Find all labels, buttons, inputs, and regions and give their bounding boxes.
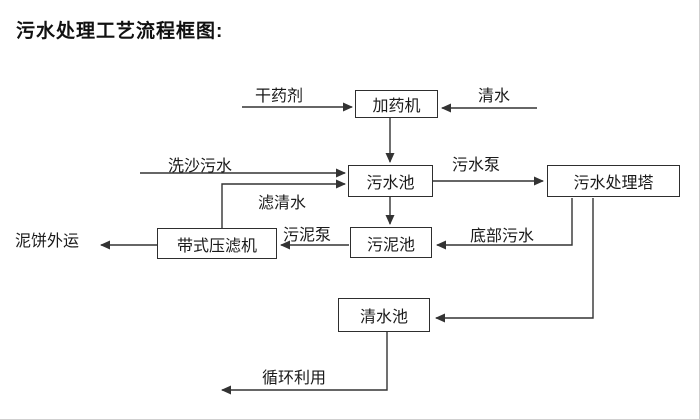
connector-clean-pool-to-recycle bbox=[221, 332, 388, 395]
node-dosing-machine: 加药机 bbox=[355, 90, 438, 118]
node-belt-filter-press: 带式压滤机 bbox=[157, 228, 277, 259]
node-sludge-pool: 污泥池 bbox=[350, 227, 432, 258]
connector-filtered-water-to-sewage-pool bbox=[221, 179, 346, 228]
page-title: 污水处理工艺流程框图: bbox=[16, 21, 224, 42]
edge-label-clean-water: 清水 bbox=[478, 88, 511, 105]
node-belt-filter-press-label: 带式压滤机 bbox=[176, 237, 257, 255]
edge-label-sludge-pump: 污泥泵 bbox=[283, 227, 332, 244]
node-sludge-pool-label: 污泥池 bbox=[366, 236, 415, 254]
edge-label-bottom-sewage: 底部污水 bbox=[470, 228, 535, 245]
edge-label-recycle-use: 循环利用 bbox=[262, 370, 327, 387]
edge-label-sand-washing-sewage: 洗沙污水 bbox=[168, 158, 233, 175]
connector-tower-to-clean-pool bbox=[435, 198, 594, 323]
node-dosing-machine-label: 加药机 bbox=[372, 98, 421, 115]
edge-label-filtered-water: 滤清水 bbox=[258, 195, 307, 212]
node-treatment-tower: 污水处理塔 bbox=[547, 165, 680, 197]
connector-bottom-sewage-to-sludge-pool bbox=[436, 198, 573, 250]
edge-label-sewage-pump: 污水泵 bbox=[452, 157, 501, 174]
node-clean-water-pool-label: 清水池 bbox=[359, 309, 408, 326]
node-treatment-tower-label: 污水处理塔 bbox=[573, 175, 654, 192]
node-clean-water-pool: 清水池 bbox=[338, 298, 430, 332]
node-sewage-pool: 污水池 bbox=[348, 165, 433, 197]
edge-label-mud-cake-out: 泥饼外运 bbox=[15, 233, 80, 250]
node-sewage-pool-label: 污水池 bbox=[366, 175, 415, 192]
edge-label-dry-agent: 干药剂 bbox=[255, 88, 304, 105]
